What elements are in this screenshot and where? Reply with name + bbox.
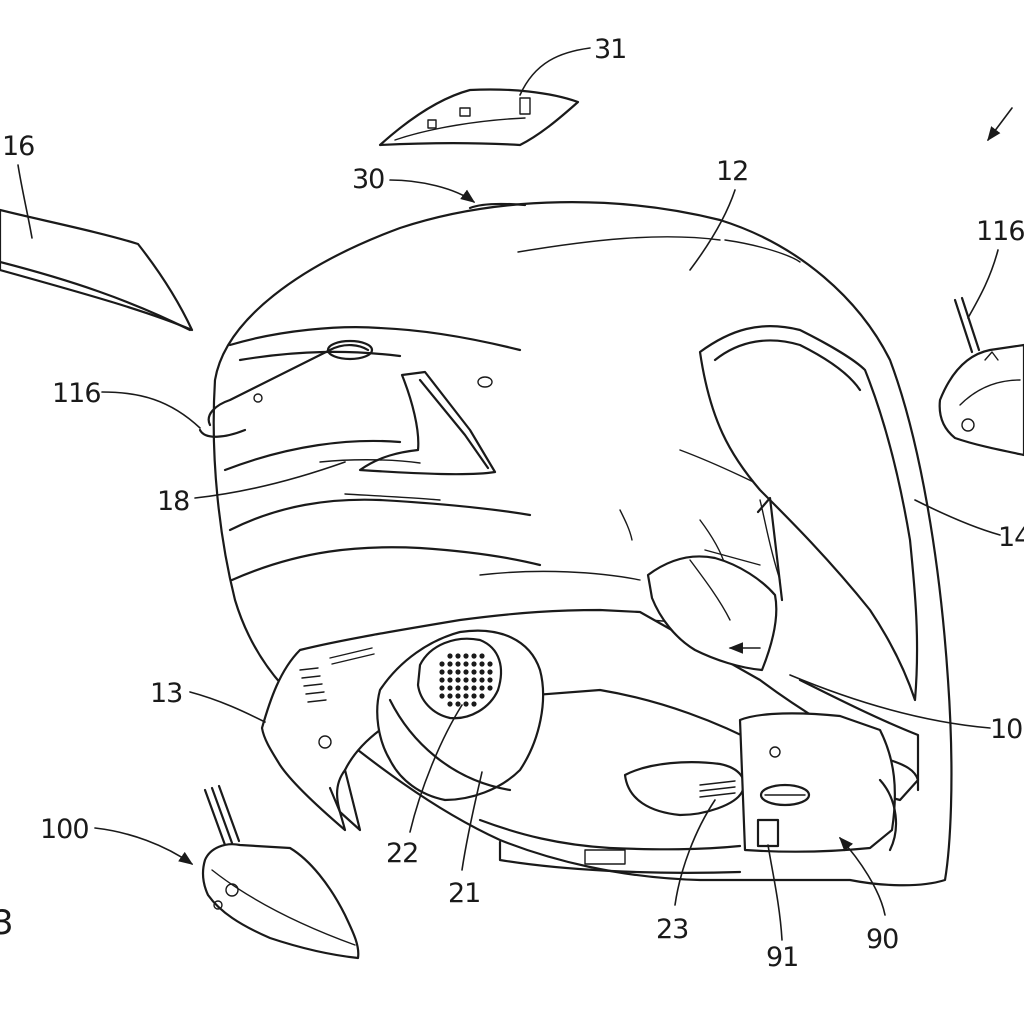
speaker-hole bbox=[479, 685, 485, 691]
speaker-hole bbox=[439, 661, 445, 667]
speaker-hole bbox=[471, 653, 477, 659]
speaker-hole bbox=[487, 677, 493, 683]
label-22: 22 bbox=[386, 838, 418, 869]
speaker-hole bbox=[447, 661, 453, 667]
label-30: 30 bbox=[352, 164, 384, 195]
speaker-hole bbox=[479, 661, 485, 667]
speaker-hole bbox=[479, 669, 485, 675]
speaker-hole bbox=[471, 693, 477, 699]
label-12: 12 bbox=[716, 156, 748, 187]
label-90: 90 bbox=[866, 924, 898, 955]
communication-module-100 bbox=[201, 784, 360, 960]
speaker-hole bbox=[479, 653, 485, 659]
speaker-hole bbox=[471, 685, 477, 691]
label-91: 91 bbox=[766, 942, 798, 973]
speaker-hole bbox=[455, 677, 461, 683]
speaker-hole bbox=[471, 661, 477, 667]
speaker-hole bbox=[447, 685, 453, 691]
label-21: 21 bbox=[448, 878, 480, 909]
speaker-hole bbox=[487, 661, 493, 667]
speaker-hole bbox=[447, 669, 453, 675]
camera-module-116-right bbox=[938, 296, 1024, 457]
label-18: 18 bbox=[157, 486, 189, 517]
label-100: 100 bbox=[40, 814, 89, 845]
speaker-hole bbox=[463, 653, 469, 659]
speaker-hole bbox=[471, 701, 477, 707]
label-101: 101 bbox=[990, 714, 1024, 745]
speaker-hole bbox=[447, 701, 453, 707]
speaker-hole bbox=[447, 677, 453, 683]
speaker-hole bbox=[439, 693, 445, 699]
speaker-hole bbox=[487, 669, 493, 675]
figure-label: 3 bbox=[0, 903, 14, 943]
speaker-hole bbox=[487, 685, 493, 691]
speaker-hole bbox=[463, 669, 469, 675]
reference-numerals: 16 31 30 12 116 116 18 14 13 101 100 22 … bbox=[0, 34, 1024, 973]
vent-cover-part-31 bbox=[378, 88, 580, 147]
speaker-hole bbox=[447, 653, 453, 659]
speaker-hole bbox=[471, 669, 477, 675]
speaker-hole bbox=[447, 693, 453, 699]
speaker-22 bbox=[416, 637, 502, 720]
speaker-hole bbox=[463, 685, 469, 691]
speaker-hole bbox=[439, 685, 445, 691]
speaker-hole bbox=[455, 669, 461, 675]
speaker-hole bbox=[479, 677, 485, 683]
speaker-hole bbox=[439, 677, 445, 683]
helmet-shell-12 bbox=[212, 201, 953, 887]
speaker-hole bbox=[455, 701, 461, 707]
speaker-hole bbox=[439, 669, 445, 675]
leader-lines bbox=[17, 47, 1001, 941]
label-116-right: 116 bbox=[976, 216, 1024, 247]
direction-arrow bbox=[987, 107, 1013, 142]
clip-116-left bbox=[198, 339, 374, 438]
speaker-hole bbox=[471, 677, 477, 683]
label-16: 16 bbox=[2, 131, 34, 162]
speaker-hole bbox=[479, 693, 485, 699]
speaker-hole bbox=[463, 693, 469, 699]
label-14: 14 bbox=[998, 522, 1024, 553]
speaker-hole bbox=[463, 677, 469, 683]
speaker-hole bbox=[455, 685, 461, 691]
speaker-hole bbox=[455, 653, 461, 659]
spoiler-part-16 bbox=[0, 208, 194, 332]
label-23: 23 bbox=[656, 914, 688, 945]
speaker-hole bbox=[455, 661, 461, 667]
speaker-hole bbox=[455, 693, 461, 699]
speaker-hole bbox=[463, 661, 469, 667]
label-116-left: 116 bbox=[52, 378, 101, 409]
speaker-hole bbox=[463, 701, 469, 707]
label-31: 31 bbox=[594, 34, 626, 65]
label-13: 13 bbox=[150, 678, 182, 709]
